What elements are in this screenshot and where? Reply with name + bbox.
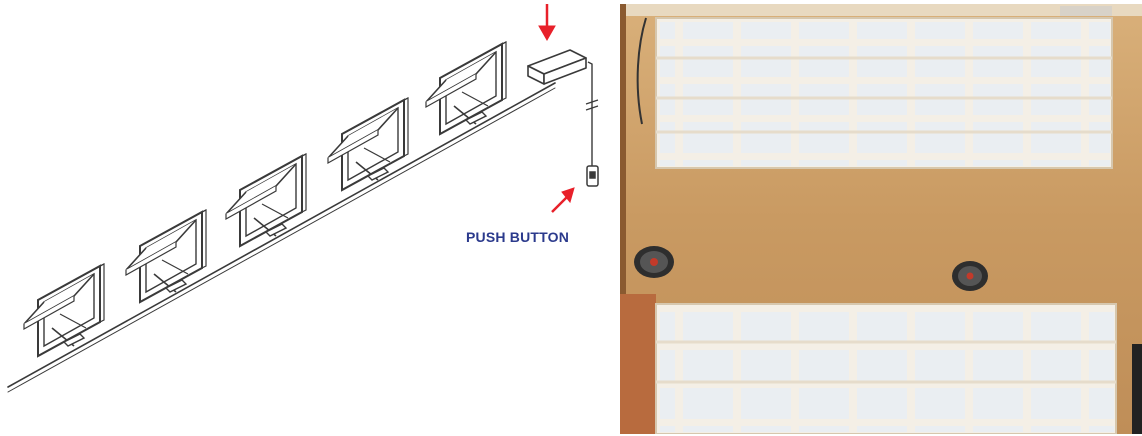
wall-fan-left-icon <box>634 246 674 278</box>
window-unit-1 <box>23 263 105 357</box>
window-unit-5 <box>425 41 507 135</box>
window-unit-3 <box>225 153 307 247</box>
vent-icon <box>1060 6 1112 16</box>
actuator-rail <box>7 82 556 388</box>
wall-fan-right-icon <box>952 261 988 291</box>
push-button-device <box>586 165 599 187</box>
arrow-diagonal-icon <box>551 187 575 213</box>
brick-panel <box>620 294 656 434</box>
window-actuator-diagram <box>7 4 599 393</box>
arrow-down-icon <box>538 4 556 42</box>
conduit <box>636 17 647 125</box>
control-wire <box>587 61 593 168</box>
lower-window-bank <box>655 303 1117 434</box>
push-button-label: PUSH BUTTON <box>466 229 570 245</box>
wall-photo <box>620 4 1142 434</box>
upper-window-bank <box>655 17 1113 169</box>
motor-box <box>527 49 587 85</box>
